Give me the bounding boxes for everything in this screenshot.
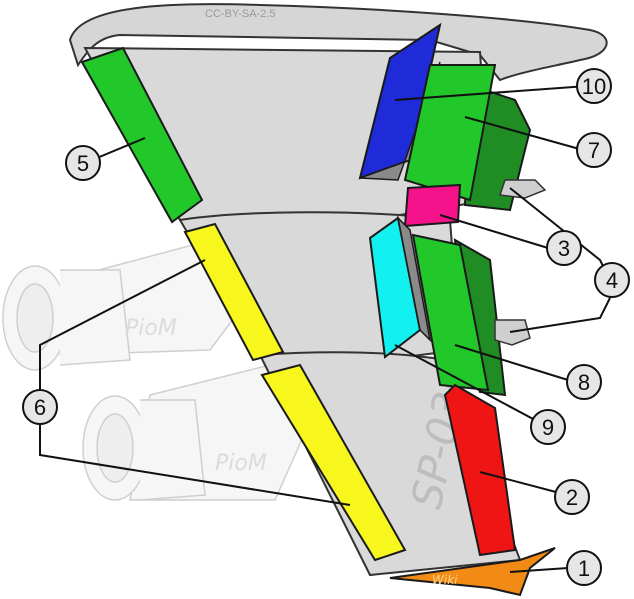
- slat-inboard-green: [80, 46, 204, 224]
- svg-text:2: 2: [566, 485, 578, 510]
- engine-lower: PioM: [82, 359, 316, 501]
- callout-4: 4: [594, 262, 630, 298]
- callout-3: 3: [546, 230, 582, 266]
- callout-10: 10: [576, 68, 612, 104]
- flap-outboard-green: [411, 233, 490, 392]
- svg-text:9: 9: [542, 415, 554, 440]
- spoiler-cyan-side: [396, 215, 432, 343]
- spoiler-blue-side: [359, 61, 441, 181]
- engine-brand-upper: PioM: [125, 316, 177, 341]
- svg-text:3: 3: [558, 236, 570, 261]
- callout-6: 6: [22, 389, 58, 425]
- callout-9: 9: [530, 409, 566, 445]
- svg-text:6: 6: [34, 395, 46, 420]
- wingtip-orange: [389, 547, 556, 597]
- callout-5: 5: [65, 145, 101, 181]
- svg-text:1: 1: [578, 556, 590, 581]
- svg-text:8: 8: [578, 370, 590, 395]
- tab-pink: [403, 183, 462, 228]
- svg-text:7: 7: [588, 138, 600, 163]
- slat-mid-yellow: [183, 222, 285, 362]
- callout-7: 7: [576, 132, 612, 168]
- callout-8: 8: [566, 364, 602, 400]
- callout-1: 1: [566, 550, 602, 586]
- svg-text:10: 10: [582, 74, 606, 99]
- license-text: CC-BY-SA-2.5: [205, 8, 276, 20]
- flap-inboard-green: [403, 64, 497, 202]
- slat-outboard-yellow: [260, 363, 407, 562]
- svg-text:5: 5: [77, 151, 89, 176]
- engine-brand-lower: PioM: [215, 451, 267, 476]
- callout-2: 2: [554, 479, 590, 515]
- flap-track-upper: [498, 179, 547, 199]
- wing-root-fairing: [68, 3, 608, 82]
- svg-text:4: 4: [606, 268, 618, 293]
- wingtip-text: Wiki: [432, 573, 458, 587]
